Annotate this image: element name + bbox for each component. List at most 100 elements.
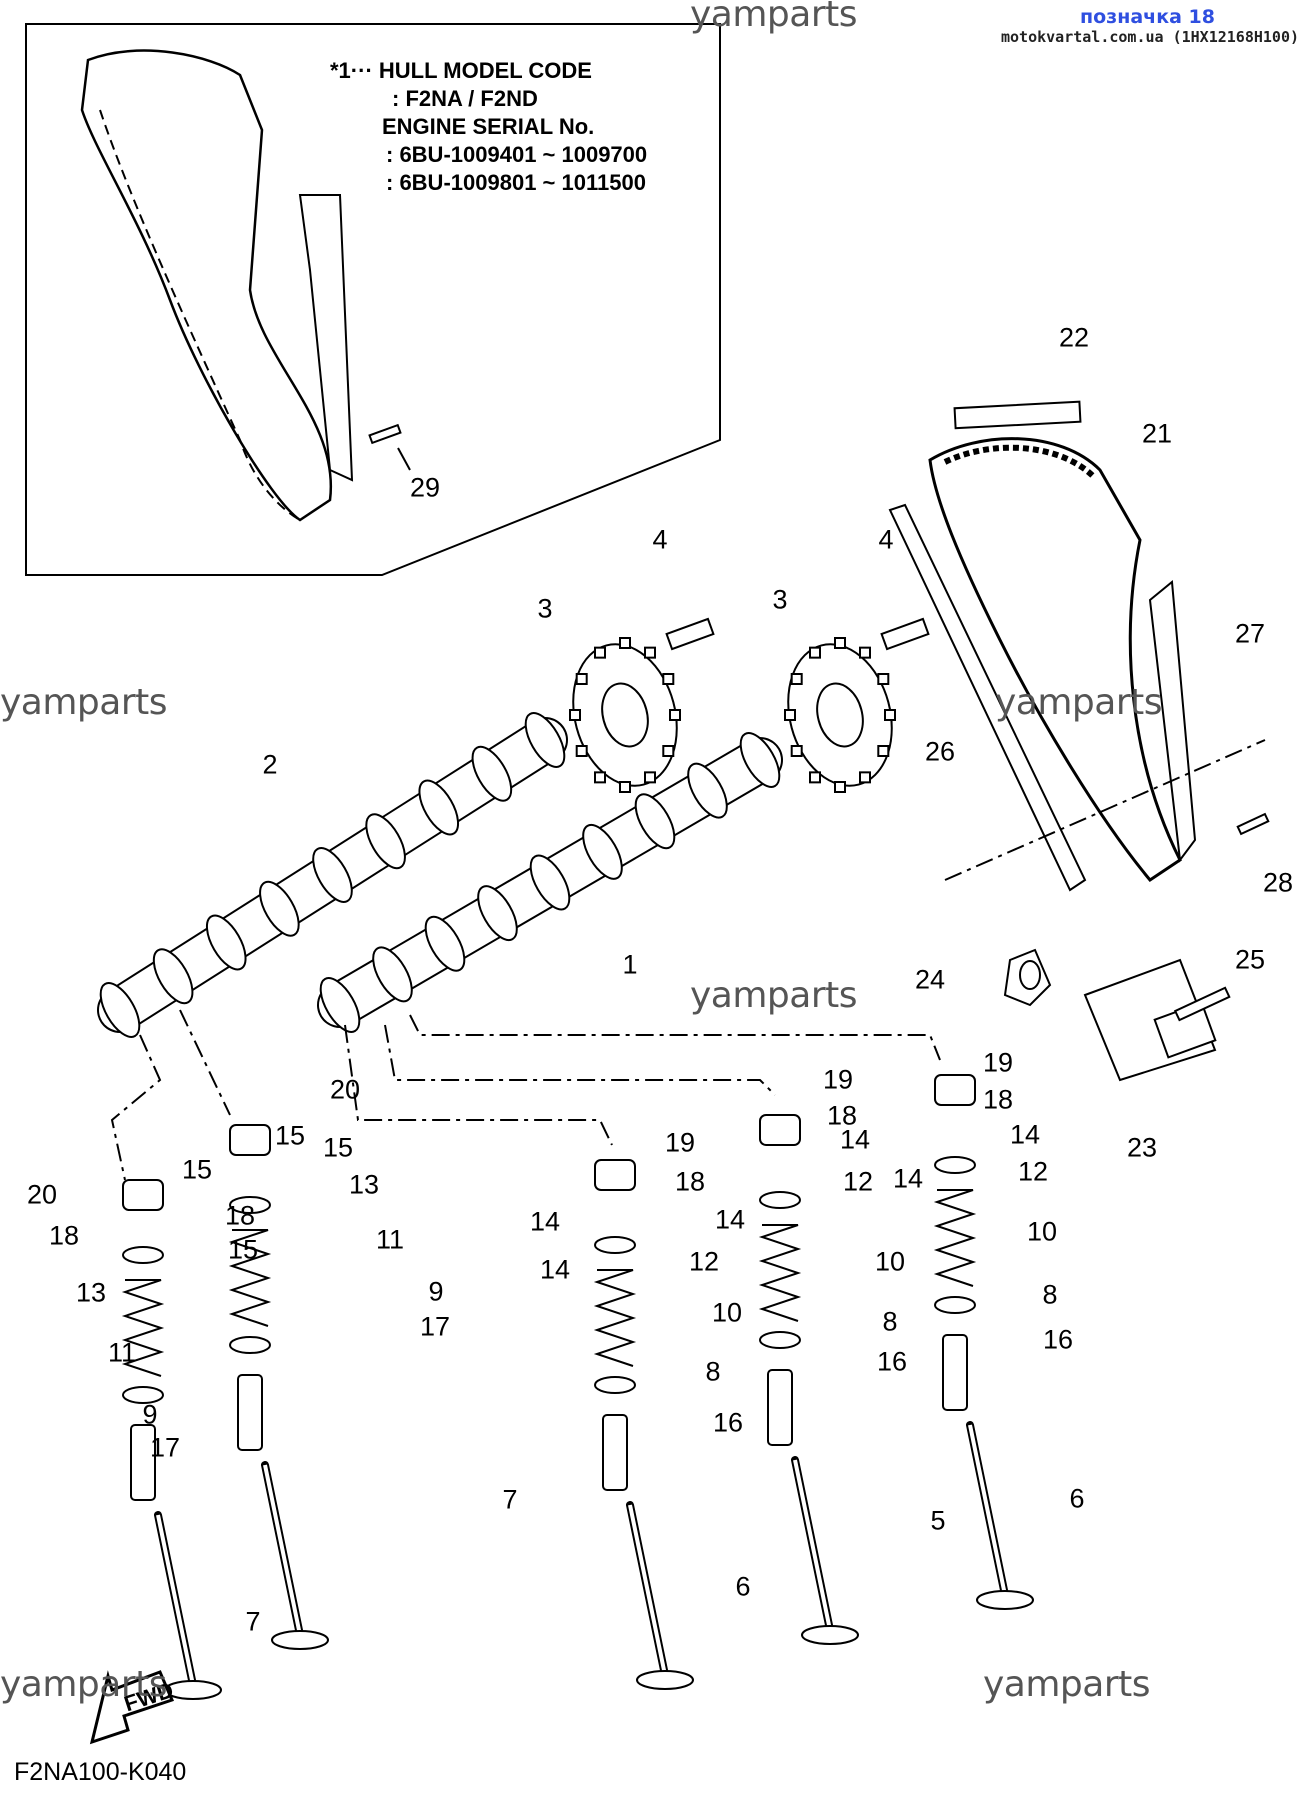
watermark: yamparts (690, 0, 858, 35)
sprocket-tooth (644, 646, 656, 659)
cam-lobe (319, 977, 361, 1033)
part-callout-28: 28 (1262, 867, 1294, 898)
fwd-arrow-icon (89, 1670, 175, 1745)
cam-lobe (634, 793, 676, 850)
part-callout-9: 9 (142, 1399, 158, 1430)
note-line: ENGINE SERIAL No. (382, 114, 595, 139)
part-callout-14: 14 (714, 1204, 746, 1235)
inset-chain-guide (99, 109, 301, 521)
part-callout-14: 14 (539, 1254, 571, 1285)
part-callout-23: 23 (1126, 1132, 1158, 1163)
part-callout-20: 20 (329, 1074, 361, 1105)
sprocket-bolt-4 (665, 617, 715, 651)
part-callout-14: 14 (529, 1206, 561, 1237)
sprocket-tooth (619, 637, 631, 649)
cam-lobe (99, 982, 141, 1038)
chain-guide-26 (888, 503, 1087, 892)
sprocket-tooth (790, 745, 803, 757)
valve-stem (968, 1424, 1007, 1596)
spring-retainer (229, 1196, 271, 1214)
header-title: позначка 18 (1080, 6, 1215, 28)
cam-lobe (312, 847, 353, 903)
cam-lobe (205, 914, 247, 971)
valve-head (976, 1590, 1034, 1610)
part-callout-18: 18 (674, 1166, 706, 1197)
part-callout-17: 17 (419, 1311, 451, 1342)
sprocket-hub (816, 682, 864, 748)
part-callout-3: 3 (772, 584, 788, 615)
part-callout-22: 22 (1058, 322, 1090, 353)
sprocket-tooth (859, 771, 871, 784)
part-callout-11: 11 (375, 1224, 405, 1255)
sprocket-tooth (644, 771, 656, 784)
sprocket-tooth (877, 745, 890, 757)
part-callout-26: 26 (924, 736, 956, 767)
cam-lobe (739, 732, 781, 788)
part-callout-12: 12 (688, 1246, 720, 1277)
part-callout-19: 19 (982, 1047, 1014, 1078)
sprocket-tooth (669, 709, 681, 721)
spring-retainer (759, 1191, 801, 1209)
valve-guide (602, 1414, 628, 1491)
spring-retainer (934, 1156, 976, 1174)
sprocket-tooth (619, 781, 631, 793)
part-callout-10: 10 (1026, 1216, 1058, 1247)
part-callout-17: 17 (149, 1432, 181, 1463)
cam-lobe (424, 915, 466, 972)
cam-lobe (687, 762, 728, 819)
spring-seat (229, 1336, 271, 1354)
valve-guide (237, 1374, 263, 1451)
camshaft-2 (97, 712, 568, 1038)
part-callout-2: 2 (262, 749, 278, 780)
spring-seat (759, 1331, 801, 1349)
timing-chain-links (943, 444, 1098, 481)
pin-28 (1236, 812, 1270, 836)
part-callout-18: 18 (48, 1220, 80, 1251)
part-callout-8: 8 (705, 1356, 721, 1387)
part-callout-19: 19 (822, 1064, 854, 1095)
part-callout-29: 29 (409, 472, 441, 503)
inset-pin-29 (368, 423, 402, 445)
tensioner-bolt-25 (1173, 986, 1231, 1022)
inset-chain-guide (298, 194, 354, 482)
sprocket-tooth (809, 646, 821, 659)
sprocket-tooth (662, 673, 675, 685)
spring-retainer (122, 1246, 164, 1264)
valve-head (801, 1625, 859, 1645)
part-callout-16: 16 (876, 1346, 908, 1377)
sprocket-tooth (790, 673, 803, 685)
sprocket-hub (601, 682, 649, 748)
part-callout-5: 5 (930, 1505, 946, 1536)
cam-lobe (365, 813, 406, 870)
dash-dot-line (409, 1014, 941, 1061)
cam-lobe (477, 885, 518, 942)
valve-lifter (594, 1159, 636, 1191)
part-callout-13: 13 (75, 1277, 107, 1308)
watermark: yamparts (983, 1664, 1151, 1705)
diagram-code: F2NA100-K040 (14, 1758, 187, 1786)
spring-seat (122, 1386, 164, 1404)
part-callout-16: 16 (1042, 1324, 1074, 1355)
dash-dot-line (944, 739, 1266, 881)
valve-lifter (229, 1124, 271, 1156)
dash-dot-line (344, 1024, 613, 1146)
watermark: yamparts (0, 1664, 168, 1705)
cam-lobe (529, 854, 571, 911)
part-callout-20: 20 (26, 1179, 58, 1210)
note-line: : F2NA / F2ND (392, 86, 538, 111)
part-callout-11: 11 (107, 1337, 137, 1368)
sprocket-tooth (575, 745, 588, 757)
chain-tensioner-guide-27 (1148, 580, 1197, 863)
part-callout-10: 10 (711, 1297, 743, 1328)
valve-spring (933, 1189, 977, 1287)
part-callout-12: 12 (842, 1166, 874, 1197)
sprocket-tooth (834, 781, 846, 793)
spring-seat (594, 1376, 636, 1394)
leader-line (397, 447, 411, 471)
sprocket-tooth (569, 709, 581, 721)
part-callout-19: 19 (664, 1127, 696, 1158)
part-callout-6: 6 (735, 1571, 751, 1602)
inset-frame (25, 23, 721, 576)
part-callout-13: 13 (348, 1169, 380, 1200)
